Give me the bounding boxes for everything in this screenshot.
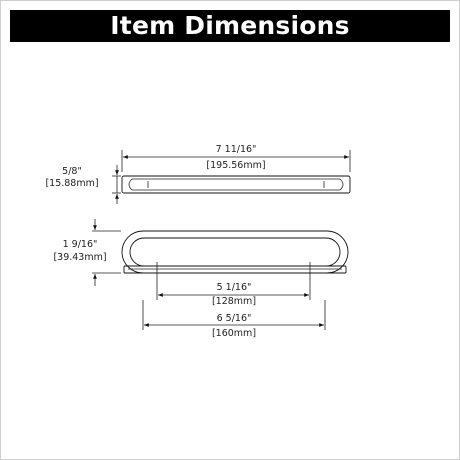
width-in-label: 1 9/16" (63, 239, 98, 250)
length-in-label: 7 11/16" (216, 144, 257, 155)
inner-mm-label: [160mm] (212, 328, 256, 339)
handle-side-view (121, 175, 351, 194)
height-in-label: 5/8" (62, 166, 82, 177)
width-dimension: 1 9/16" [39.43mm] (53, 219, 121, 286)
handle-front-view (121, 230, 349, 274)
center-mm-label: [128mm] (212, 296, 256, 307)
height-mm-label: [15.88mm] (45, 178, 98, 189)
inner-length-dimension: 6 5/16" [160mm] (142, 300, 326, 339)
title-banner: Item Dimensions (10, 10, 450, 42)
width-mm-label: [39.43mm] (53, 252, 106, 263)
inner-in-label: 6 5/16" (217, 313, 252, 324)
height-dimension: 5/8" [15.88mm] (45, 165, 121, 204)
center-in-label: 5 1/16" (217, 282, 252, 293)
length-dimension: 7 11/16" [195.56mm] (121, 144, 351, 172)
center-dimension: 5 1/16" [128mm] (156, 262, 311, 307)
length-mm-label: [195.56mm] (206, 160, 265, 171)
page-title: Item Dimensions (110, 11, 350, 40)
